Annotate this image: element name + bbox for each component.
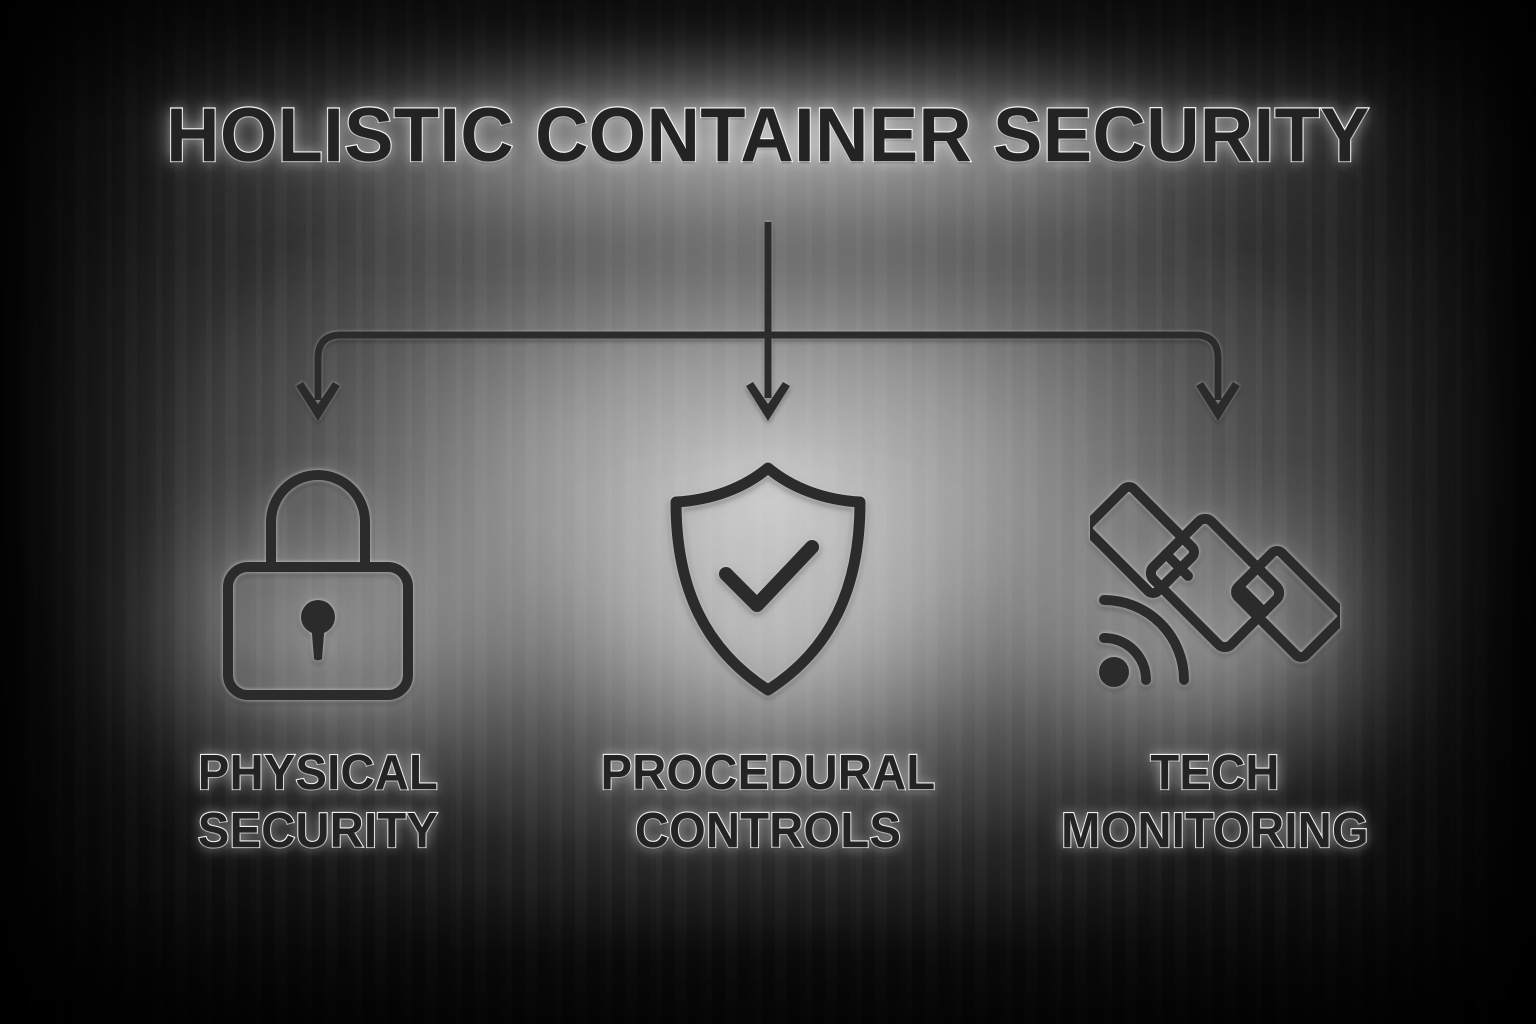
branch-label-line1: PROCEDURAL bbox=[600, 745, 937, 801]
lock-shackle bbox=[266, 470, 370, 572]
branch-label-line1: TECH bbox=[1149, 745, 1280, 801]
shield-outline bbox=[670, 462, 866, 696]
branch-physical-security: PHYSICAL SECURITY bbox=[88, 450, 548, 860]
branch-label: TECH MONITORING bbox=[994, 744, 1436, 860]
lock-keyhole-circle bbox=[301, 600, 335, 634]
satellite-body bbox=[1145, 513, 1285, 653]
branch-label: PHYSICAL SECURITY bbox=[97, 744, 539, 860]
page-title: HOLISTIC CONTAINER SECURITY bbox=[165, 93, 1370, 178]
branch-tech-monitoring: TECH MONITORING bbox=[985, 450, 1445, 860]
branch-label-line2: MONITORING bbox=[1060, 803, 1370, 859]
arrowhead-right bbox=[1196, 382, 1240, 421]
branch-label-line1: PHYSICAL bbox=[197, 745, 439, 801]
lock-icon bbox=[223, 470, 413, 700]
branch-icon-container bbox=[538, 450, 998, 700]
shield-check-icon bbox=[670, 462, 866, 696]
branch-icon-container bbox=[88, 450, 548, 700]
check-mark bbox=[719, 540, 819, 612]
signal-arc-outer bbox=[1099, 595, 1189, 685]
arrowhead-center bbox=[746, 382, 790, 421]
lock-body bbox=[223, 562, 413, 700]
branch-label-line2: SECURITY bbox=[197, 803, 439, 859]
arrowhead-left bbox=[296, 382, 340, 421]
signal-dot bbox=[1099, 657, 1129, 687]
signal-arc-inner bbox=[1099, 633, 1151, 685]
branch-label: PROCEDURAL CONTROLS bbox=[547, 744, 989, 860]
satellite-panel-upper bbox=[1090, 482, 1199, 598]
satellite-signal-icon bbox=[1090, 482, 1340, 687]
branch-procedural-controls: PROCEDURAL CONTROLS bbox=[538, 450, 998, 860]
branch-label-line2: CONTROLS bbox=[634, 803, 902, 859]
satellite-strut-lower bbox=[1237, 585, 1269, 617]
lock-keyhole-stem bbox=[311, 622, 325, 661]
branch-icon-container bbox=[985, 450, 1445, 700]
satellite-strut-upper bbox=[1161, 549, 1193, 581]
satellite-panel-lower bbox=[1231, 546, 1340, 662]
